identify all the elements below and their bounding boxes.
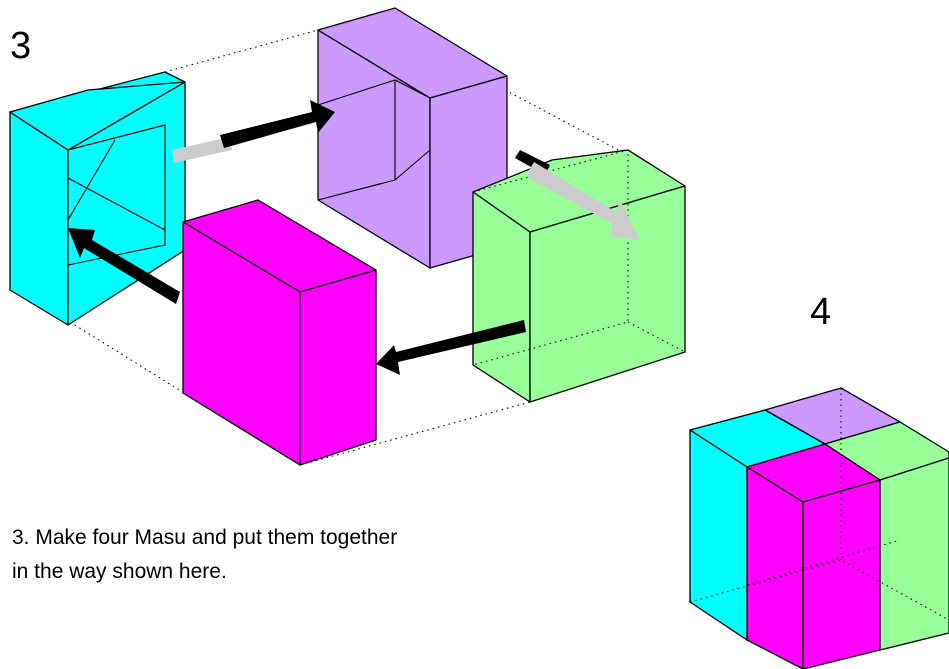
- green-masu-side: [529, 185, 686, 403]
- assembled-front-cyan: [689, 429, 748, 641]
- step-3-number: 3: [10, 25, 31, 67]
- assembled-cube: [689, 387, 949, 669]
- arrow-cyan-to-lavender: [220, 100, 335, 148]
- step-4-number: 4: [810, 291, 831, 333]
- magenta-masu: [182, 199, 377, 466]
- arrow-light-cyan-to-lavender: [172, 137, 232, 163]
- cyan-masu: [9, 71, 186, 326]
- assembled-side-green: [879, 457, 949, 651]
- move-arrows: [68, 100, 640, 375]
- assembled-side-magenta: [802, 479, 881, 669]
- instruction-caption-line-1: 3. Make four Masu and put them together: [12, 526, 397, 549]
- instruction-caption-line-2: in the way shown here.: [12, 560, 227, 583]
- lavender-masu: [317, 7, 508, 269]
- assembled-front-magenta: [746, 466, 804, 669]
- cyan-masu-top-face: [9, 81, 186, 151]
- arrow-magenta-to-cyan: [68, 228, 180, 304]
- arrow-lavender-to-green-light: [528, 162, 640, 240]
- magenta-masu-side: [299, 269, 377, 466]
- arrow-green-to-magenta: [376, 320, 526, 375]
- green-masu: [472, 149, 686, 403]
